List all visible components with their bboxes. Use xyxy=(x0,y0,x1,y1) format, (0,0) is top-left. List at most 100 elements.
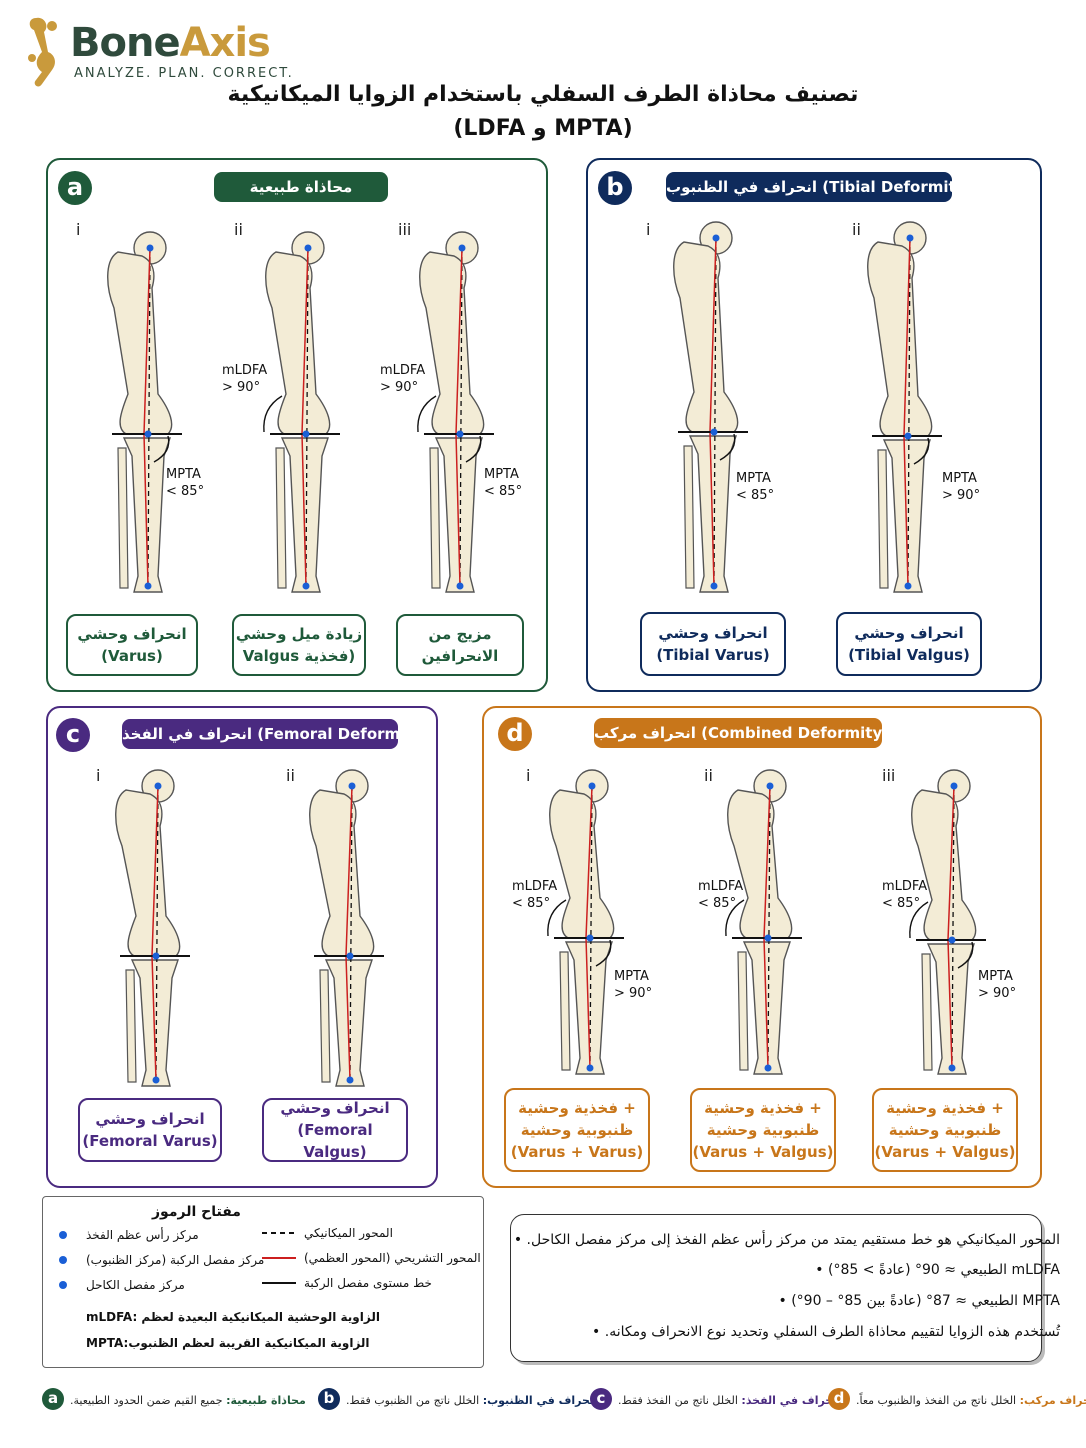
note-item: المحور الميكانيكي هو خط مستقيم يمتد من م… xyxy=(513,1232,1060,1248)
knee-center-dot xyxy=(904,432,912,440)
leg-bone-diagram xyxy=(417,231,494,593)
footer-badge-d: d xyxy=(828,1388,850,1410)
leg-bone-diagram xyxy=(115,769,190,1087)
femoral-head-center-dot xyxy=(712,234,720,242)
ankle-center-dot xyxy=(144,582,152,590)
knee-center-dot xyxy=(346,952,354,960)
anat-axis-symbol xyxy=(262,1257,296,1259)
roman-label: i xyxy=(76,220,81,239)
ankle-center-dot xyxy=(904,582,912,590)
fibula-shape xyxy=(683,445,695,589)
knee-center-dot xyxy=(59,1256,67,1264)
mechanical-axis-line xyxy=(767,785,771,1069)
leg-bone-diagram xyxy=(309,769,384,1087)
angle-label: MPTA> 90° xyxy=(978,969,1017,1001)
footer-badge-a: a xyxy=(42,1388,64,1410)
angle-label: MPTA< 85° xyxy=(484,467,523,499)
tibia-shape xyxy=(130,959,179,1087)
caption-box: انحراف وحشي(Tibial Valgus) xyxy=(836,612,982,676)
roman-label: i xyxy=(526,766,531,785)
femoral-head-center-dot xyxy=(304,244,312,252)
ankle-center-dot xyxy=(302,582,310,590)
fibula-shape xyxy=(319,969,331,1083)
fibula-shape xyxy=(275,447,287,589)
mechanical-axis-line xyxy=(951,785,955,1069)
caption-box: انحراف وحشي(Varus) xyxy=(66,614,198,676)
angle-label: MPTA> 90° xyxy=(942,471,981,503)
mldfa-arc xyxy=(417,395,437,433)
footer-note-a: محاذاة طبيعية: جميع القيم ضمن الحدود الط… xyxy=(70,1394,306,1407)
roman-label: iii xyxy=(882,766,896,785)
angle-label: mLDFA> 90° xyxy=(380,363,426,395)
mechanical-axis-line xyxy=(349,785,353,1081)
legend-knee-center: مركز مفصل الركبة (مركز الظنبوب) xyxy=(86,1253,265,1267)
caption-box: فخذية وحشية +ظنبوبية وحشية(Varus + Varus… xyxy=(504,1088,650,1172)
fibula-shape xyxy=(737,951,749,1071)
brand-name: BoneAxis xyxy=(70,20,271,66)
knee-center-dot xyxy=(144,430,152,438)
angle-label: mLDFA< 85° xyxy=(882,879,928,911)
knee-center-dot xyxy=(764,934,772,942)
knee-center-dot xyxy=(302,430,310,438)
ankle-center-dot xyxy=(586,1064,594,1072)
mpta-arc xyxy=(719,433,736,461)
femoral-head-center-dot xyxy=(348,782,356,790)
mechanical-axis-line xyxy=(305,247,309,587)
tibia-shape xyxy=(324,959,373,1087)
angle-label: MPTA< 85° xyxy=(166,467,205,499)
footer-badge-c: c xyxy=(590,1388,612,1410)
mechanical-axis-line xyxy=(713,237,717,587)
mpta-arc xyxy=(595,939,612,967)
legend-mech-axis: المحور الميكانيكي xyxy=(304,1226,393,1240)
caption-box: انحراف وحشي(Femoral Valgus) xyxy=(262,1098,408,1162)
footer-note-d: انحراف مركب: الخلل ناتج من الفخذ والظنبو… xyxy=(856,1394,1086,1407)
angle-label: mLDFA> 90° xyxy=(222,363,268,395)
roman-label: ii xyxy=(852,220,861,239)
fibula-shape xyxy=(125,969,137,1083)
mechanical-axis-line xyxy=(907,237,911,587)
legend-anat-axis: المحور التشريحي (المحور العظمي) xyxy=(304,1251,481,1265)
legend-mpta-def: MPTA:الزاوية الميكانيكية القريبة لعظم ال… xyxy=(86,1336,370,1350)
roman-label: ii xyxy=(704,766,713,785)
fibula-shape xyxy=(117,447,129,589)
legend-knee-line: خط مستوى مفصل الركبة xyxy=(304,1276,432,1290)
legend-femoral-head: مركز رأس عظم الفخذ xyxy=(86,1228,199,1242)
panel-c-label: انحراف في الفخذ (Femoral Deformity) xyxy=(122,719,429,749)
legend-mldfa-def: mLDFA: الزاوية الوحشية الميكانيكية البعي… xyxy=(86,1310,380,1324)
note-item: mLDFA الطبيعي ≈ 90° (عادةً > 85°) • xyxy=(815,1262,1060,1278)
knee-center-dot xyxy=(710,428,718,436)
femoral-head-center-dot xyxy=(766,782,774,790)
ankle-center-dot xyxy=(59,1281,67,1289)
footer-note-b: انحراف في الظنبوب: الخلل ناتج من الظنبوب… xyxy=(346,1394,598,1407)
angle-label: mLDFA< 85° xyxy=(698,879,744,911)
femoral-head-center-dot xyxy=(588,782,596,790)
mpta-arc xyxy=(465,435,482,463)
brand-tagline: ANALYZE. PLAN. CORRECT. xyxy=(74,66,294,81)
roman-label: ii xyxy=(234,220,243,239)
ankle-center-dot xyxy=(152,1076,160,1084)
mpta-arc xyxy=(957,941,974,969)
panel-b-badge: b xyxy=(598,171,632,205)
ankle-center-dot xyxy=(948,1064,956,1072)
mldfa-arc xyxy=(909,901,929,939)
roman-label: ii xyxy=(286,766,295,785)
mpta-arc xyxy=(153,435,170,463)
angle-label: MPTA> 90° xyxy=(614,969,653,1001)
caption-box: فخذية وحشية +ظنبوبية وحشية(Varus + Valgu… xyxy=(690,1088,836,1172)
note-item: تُستخدم هذه الزوايا لتقييم محاذاة الطرف … xyxy=(592,1324,1060,1340)
panel-b xyxy=(586,158,1042,692)
knee-center-dot xyxy=(948,936,956,944)
panel-b-label: انحراف في الظنبوب (Tibial Deformity) xyxy=(666,172,972,202)
panel-d-badge: d xyxy=(498,717,532,751)
ankle-center-dot xyxy=(764,1064,772,1072)
fibula-shape xyxy=(921,953,933,1071)
femoral-head-center-dot xyxy=(458,244,466,252)
caption-box: انحراف وحشي(Femoral Varus) xyxy=(78,1098,222,1162)
panel-c-badge: c xyxy=(56,718,90,752)
mechanical-axis-line xyxy=(589,785,593,1069)
logo-icon xyxy=(28,17,57,87)
mldfa-arc xyxy=(547,899,567,937)
panel-d-label: انحراف مركب (Combined Deformity) xyxy=(594,718,889,748)
mldfa-arc xyxy=(725,899,745,937)
mpta-arc xyxy=(913,437,930,465)
